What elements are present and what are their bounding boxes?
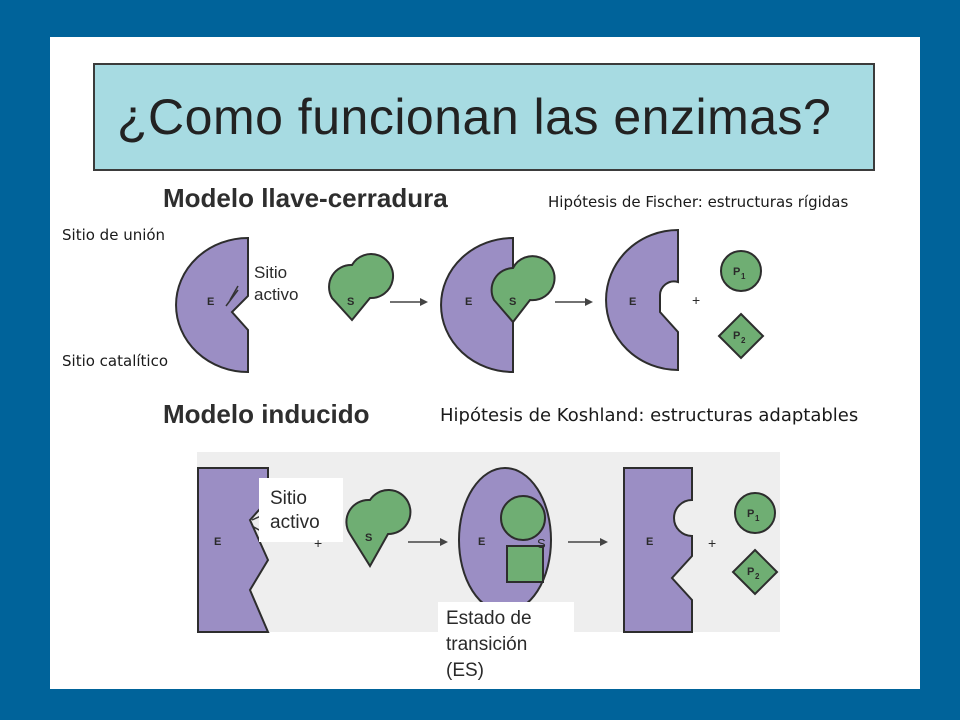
enzyme-induced-1: E (197, 467, 270, 633)
lock-key-heading: Modelo llave-cerradura (163, 183, 448, 213)
svg-text:2: 2 (755, 572, 760, 581)
svg-text:E: E (465, 296, 472, 308)
svg-text:E: E (214, 536, 221, 548)
binding-site-label: Sitio de unión (62, 226, 166, 244)
arrow-icon (408, 538, 448, 546)
active-site-label-bg (249, 258, 311, 312)
pointer-line (225, 289, 239, 307)
enzyme-lock-2: E (605, 228, 679, 372)
svg-text:E: E (478, 536, 485, 548)
active-site-label-bg (259, 478, 343, 542)
svg-text:E: E (629, 296, 636, 308)
svg-text:P: P (747, 566, 754, 578)
svg-text:S: S (365, 532, 372, 544)
product-2: P 2 (731, 548, 779, 596)
svg-text:S: S (509, 296, 516, 308)
substrate-induced-1: S (345, 489, 412, 568)
product-2: P 2 (717, 312, 765, 360)
svg-text:+: + (708, 535, 716, 551)
svg-text:P: P (747, 508, 754, 520)
transition-state-complex: E S (458, 467, 552, 613)
svg-text:2: 2 (741, 336, 746, 345)
active-site-label-2: activo (254, 285, 298, 304)
fischer-hypothesis: Hipótesis de Fischer: estructuras rígida… (548, 193, 849, 211)
transition-label-2: transición (446, 634, 527, 655)
plus-sign: + (692, 292, 700, 308)
product-1: P 1 (734, 492, 776, 534)
arrow-icon (390, 298, 428, 306)
enzyme-letter: E (207, 296, 214, 308)
product-1: P 1 (720, 250, 762, 292)
active-site-label-1: Sitio (254, 263, 287, 282)
svg-text:P: P (733, 266, 740, 278)
enzyme-lock-1: E (175, 236, 249, 374)
transition-label-1: Estado de (446, 608, 532, 629)
arrow-icon (568, 538, 608, 546)
koshland-hypothesis: Hipótesis de Koshland: estructuras adapt… (440, 405, 859, 426)
svg-text:+: + (314, 535, 322, 551)
substrate-lock-1: S (328, 253, 395, 322)
svg-text:E: E (646, 536, 653, 548)
svg-text:1: 1 (741, 272, 746, 281)
substrate-letter: S (347, 296, 354, 308)
transition-label-bg (438, 602, 574, 686)
arrow-icon (555, 298, 593, 306)
enzyme-substrate-complex-lock: E S (440, 236, 556, 374)
active-site-label-2: activo (270, 512, 320, 533)
svg-text:S: S (537, 536, 546, 551)
transition-label-3: (ES) (446, 660, 484, 681)
active-site-label-1: Sitio (270, 488, 307, 509)
svg-text:P: P (733, 330, 740, 342)
enzyme-induced-2: E (623, 467, 693, 633)
catalytic-site-label: Sitio catalítico (62, 352, 169, 370)
slide-title: ¿Como funcionan las enzimas? (117, 89, 832, 145)
induced-fit-heading: Modelo inducido (163, 399, 370, 429)
title-box: ¿Como funcionan las enzimas? (93, 63, 875, 171)
svg-text:1: 1 (755, 514, 760, 523)
